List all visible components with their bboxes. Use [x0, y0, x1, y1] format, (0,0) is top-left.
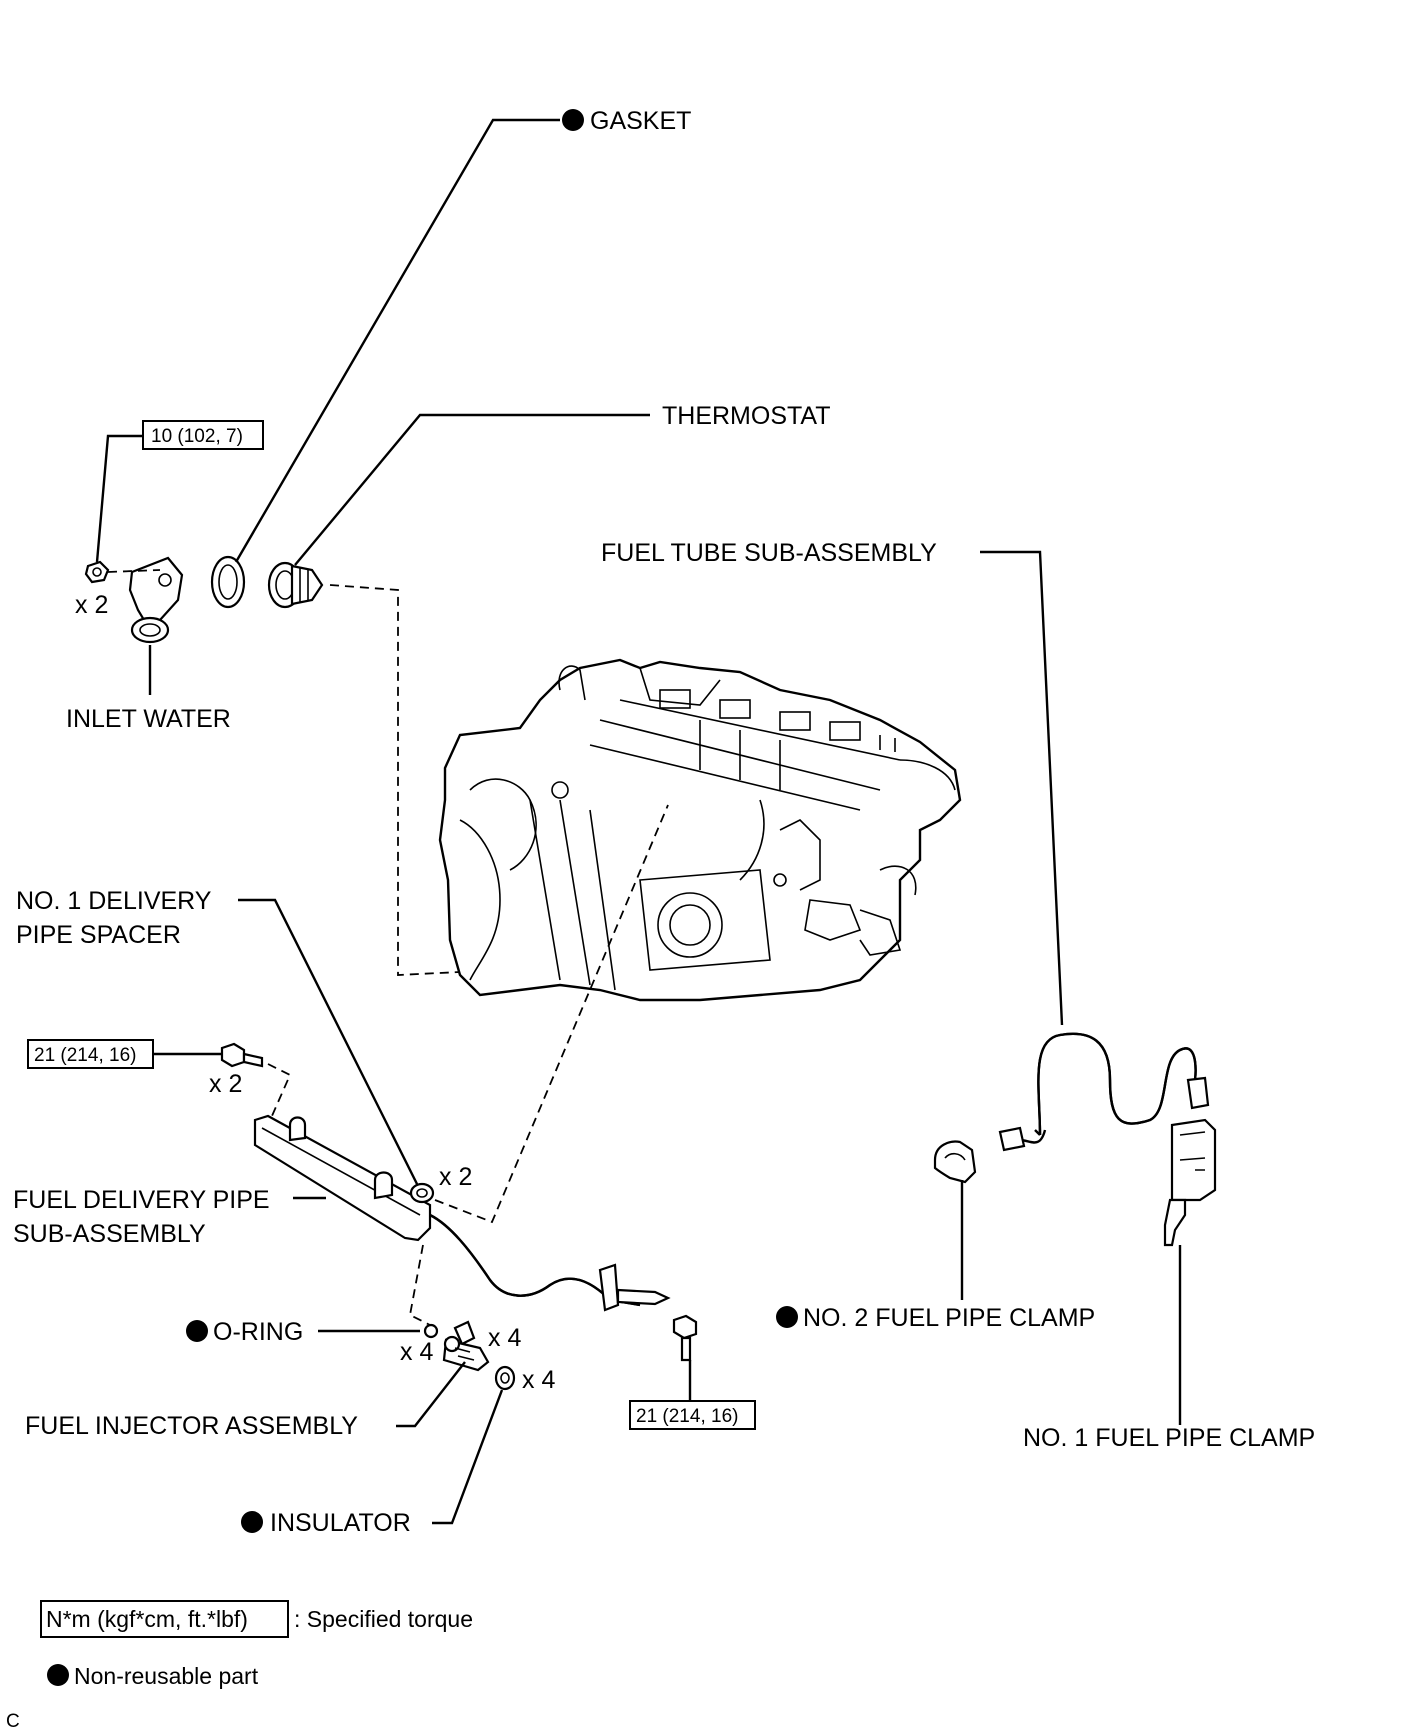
spacer-label-line1: NO. 1 DELIVERY: [16, 887, 212, 915]
injector-label: FUEL INJECTOR ASSEMBLY: [25, 1412, 358, 1440]
thermostat-leader: [294, 413, 650, 566]
pipe-bolt-torque-box: [27, 1039, 154, 1069]
clamp-bolt-part: [672, 1314, 698, 1362]
engine-illustration: [438, 658, 962, 1002]
clamp-bolt-torque-box: [629, 1400, 756, 1430]
o-ring-label: O-RING: [213, 1318, 303, 1346]
spacer-qty: x 2: [439, 1163, 472, 1191]
delivery-pipe-part: [253, 1114, 671, 1312]
inlet-nut-torque: 10 (102, 7): [151, 426, 243, 447]
fuel-tube-leader: [980, 550, 1064, 1026]
o-ring-qty: x 4: [400, 1338, 433, 1366]
spacer-leader: [238, 898, 422, 1191]
spacer-part: [409, 1182, 435, 1204]
inlet-nut-torque-leader: [95, 434, 142, 563]
o-ring-non-reusable-dot: [186, 1320, 208, 1342]
clamp-bolt-torque: 21 (214, 16): [636, 1406, 738, 1427]
insulator-label: INSULATOR: [270, 1509, 411, 1537]
o-ring-part: [423, 1323, 439, 1339]
insulator-non-reusable-dot: [241, 1511, 263, 1533]
inlet-nut-torque-box: [142, 420, 264, 450]
legend-torque-text: : Specified torque: [294, 1606, 473, 1632]
insulator-part: [494, 1365, 516, 1391]
insulator-qty: x 4: [522, 1366, 555, 1394]
fuel-tube-part: [998, 1032, 1210, 1152]
gasket-part: [210, 555, 246, 609]
legend-torque-box-text: N*m (kgf*cm, ft.*lbf): [46, 1606, 248, 1632]
thermostat-dash-line: [329, 584, 461, 976]
thermostat-part: [267, 561, 324, 609]
inlet-water-nut: [84, 560, 110, 584]
thermostat-label: THERMOSTAT: [662, 402, 831, 430]
inlet-water-label: INLET WATER: [66, 705, 231, 733]
gasket-leader: [234, 118, 560, 563]
pipe-bolt-torque: 21 (214, 16): [34, 1045, 136, 1066]
gasket-non-reusable-dot: [562, 109, 584, 131]
nut-dash-line: [107, 569, 161, 573]
delivery-pipe-label-line1: FUEL DELIVERY PIPE: [13, 1186, 270, 1214]
legend-torque-box: [40, 1600, 289, 1638]
no1-clamp-part: [1163, 1118, 1217, 1247]
injector-leader: [396, 1361, 466, 1428]
injector-part: [442, 1320, 490, 1372]
pipe-bolt-dash-line: [267, 1063, 292, 1126]
injector-qty: x 4: [488, 1324, 521, 1352]
legend-non-reusable-dot: [47, 1664, 69, 1686]
inlet-nut-qty: x 2: [75, 591, 108, 619]
delivery-pipe-label-line2: SUB-ASSEMBLY: [13, 1220, 206, 1248]
no2-clamp-part: [933, 1140, 977, 1184]
no2-clamp-non-reusable-dot: [776, 1306, 798, 1328]
spacer-dash-line: [434, 804, 669, 1224]
no2-clamp-label: NO. 2 FUEL PIPE CLAMP: [803, 1304, 1095, 1332]
spacer-label-line2: PIPE SPACER: [16, 921, 181, 949]
pipe-bolt-qty: x 2: [209, 1070, 242, 1098]
fuel-tube-label: FUEL TUBE SUB-ASSEMBLY: [601, 539, 937, 567]
inlet-water-part: [128, 556, 184, 644]
insulator-leader: [432, 1389, 504, 1525]
legend-non-reusable-text: Non-reusable part: [74, 1663, 259, 1689]
pipe-bolt-part: [220, 1042, 264, 1068]
gasket-label: GASKET: [590, 107, 691, 135]
injector-dash-line: [408, 1244, 431, 1326]
no1-clamp-label: NO. 1 FUEL PIPE CLAMP: [1023, 1424, 1315, 1452]
corner-code: C: [6, 1711, 20, 1732]
